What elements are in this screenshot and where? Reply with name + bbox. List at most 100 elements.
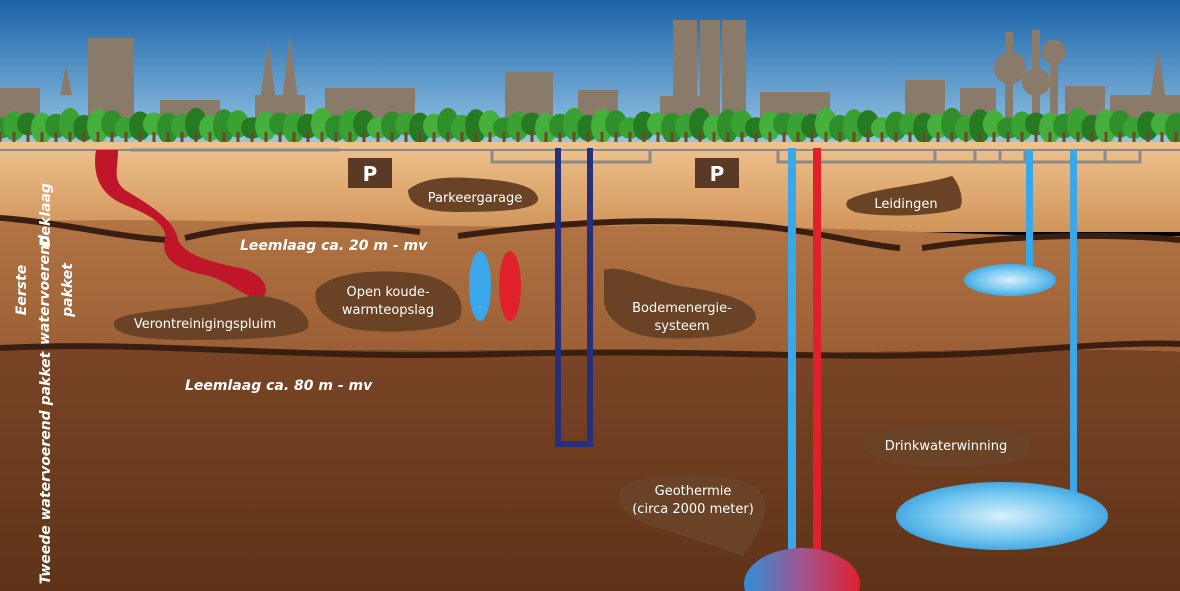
tweede-watervoerend-layer	[0, 345, 1180, 591]
tree-trunk	[1160, 132, 1164, 144]
tree-trunk	[1104, 132, 1108, 144]
tree-trunk	[278, 132, 282, 144]
tree-trunk	[1118, 132, 1122, 144]
tree-trunk	[530, 132, 534, 144]
side-label-eerste-1: Eerste	[14, 265, 30, 315]
tree-trunk	[1174, 132, 1178, 144]
tree-trunk	[754, 132, 758, 144]
tree-trunk	[978, 132, 982, 144]
tree-trunk	[894, 132, 898, 144]
tree-trunk	[656, 132, 660, 144]
tree-trunk	[180, 132, 184, 144]
clay-line-upper-1	[0, 215, 171, 243]
open-wko-label-2: warmteopslag	[342, 303, 434, 318]
tree-trunk	[264, 132, 268, 144]
tree-trunk	[922, 132, 926, 144]
side-label-eerste-3: pakket	[60, 262, 76, 318]
leidingen-pipes	[0, 148, 1180, 164]
tree-trunk	[348, 132, 352, 144]
verontreiniging-label: Verontreinigingspluim	[134, 317, 276, 332]
drinkwater-label: Drinkwaterwinning	[885, 439, 1008, 454]
leidingen-label: Leidingen	[874, 197, 937, 212]
shallow-aquifer-water	[964, 264, 1056, 296]
tree-trunk	[1076, 132, 1080, 144]
tree-trunk	[698, 132, 702, 144]
tree-trunk	[488, 132, 492, 144]
tree-trunk	[376, 132, 380, 144]
tree-trunk	[782, 132, 786, 144]
clay-line-upper-3	[457, 218, 901, 251]
tree-trunk	[866, 132, 870, 144]
tree-trunk	[390, 132, 394, 144]
tree-trunk	[362, 132, 366, 144]
parking-sign-1: P	[348, 158, 392, 188]
geothermie-cold-pipe	[788, 148, 796, 558]
tree-trunk	[712, 132, 716, 144]
tree-trunk	[208, 132, 212, 144]
tree-trunk	[572, 132, 576, 144]
tree-trunk	[852, 132, 856, 144]
tree-trunk	[1090, 132, 1094, 144]
tree-trunk	[166, 132, 170, 144]
clay-label-upper: Leemlaag ca. 20 m - mv	[240, 238, 428, 254]
tree-trunk	[96, 132, 100, 144]
pollution-plume	[95, 150, 266, 299]
drinkwater-deep-pipe	[1070, 150, 1077, 502]
warm-storage-ellipse	[499, 251, 521, 321]
tree-trunk	[40, 132, 44, 144]
tree-trunk	[964, 132, 968, 144]
tree-trunk	[474, 132, 478, 144]
open-wko-blob	[315, 271, 462, 332]
tree-trunk	[236, 132, 240, 144]
tree-trunk	[292, 132, 296, 144]
cold-storage-ellipse	[469, 251, 491, 321]
tree-trunk	[26, 132, 30, 144]
tree-trunk	[152, 132, 156, 144]
tree-trunk	[460, 132, 464, 144]
tree-trunk	[334, 132, 338, 144]
leidingen-blob	[846, 176, 962, 216]
tree-trunk	[516, 132, 520, 144]
tree-trunk	[250, 132, 254, 144]
clay-line-upper-2	[184, 221, 421, 241]
geothermie-label-2: (circa 2000 meter)	[632, 502, 754, 517]
tree-trunk	[138, 132, 142, 144]
tree-trunk	[110, 132, 114, 144]
tree-trunk	[68, 132, 72, 144]
tree-trunk	[936, 132, 940, 144]
tree-trunk	[642, 132, 646, 144]
tree-trunk	[992, 132, 996, 144]
open-wko-label-1: Open koude-	[346, 285, 429, 300]
bodemenergie-label-2: systeem	[655, 319, 710, 334]
tree-trunk	[432, 132, 436, 144]
tree-trunk	[1146, 132, 1150, 144]
tree-trunk	[194, 132, 198, 144]
tree-trunk	[222, 132, 226, 144]
parkeergarage-blob	[408, 177, 539, 212]
clay-label-lower: Leemlaag ca. 80 m - mv	[185, 378, 373, 394]
tree-trunk	[320, 132, 324, 144]
tree-trunk	[446, 132, 450, 144]
tree-trunk	[124, 132, 128, 144]
tree-trunk	[908, 132, 912, 144]
tree-trunk	[726, 132, 730, 144]
tree-trunk	[796, 132, 800, 144]
tree-trunk	[810, 132, 814, 144]
tree-trunk	[740, 132, 744, 144]
deep-aquifer-water	[896, 482, 1108, 550]
tree-trunk	[404, 132, 408, 144]
tree-trunk	[1020, 132, 1024, 144]
drinkwater-blob	[865, 425, 1031, 467]
tree-trunk	[768, 132, 772, 144]
tree-trunk	[586, 132, 590, 144]
clay-line-upper-4	[921, 232, 1180, 251]
tree-trunk	[418, 132, 422, 144]
side-label-tweede: Tweede watervoerend pakket	[38, 350, 54, 584]
tree-trunk	[306, 132, 310, 144]
side-label-deklaag: Deklaag	[38, 183, 54, 247]
verontreiniging-blob	[113, 295, 309, 340]
bodemenergie-loop	[555, 148, 593, 447]
tree-trunk	[12, 132, 16, 144]
geothermie-reservoir	[744, 548, 860, 591]
tree-line	[0, 107, 1180, 144]
